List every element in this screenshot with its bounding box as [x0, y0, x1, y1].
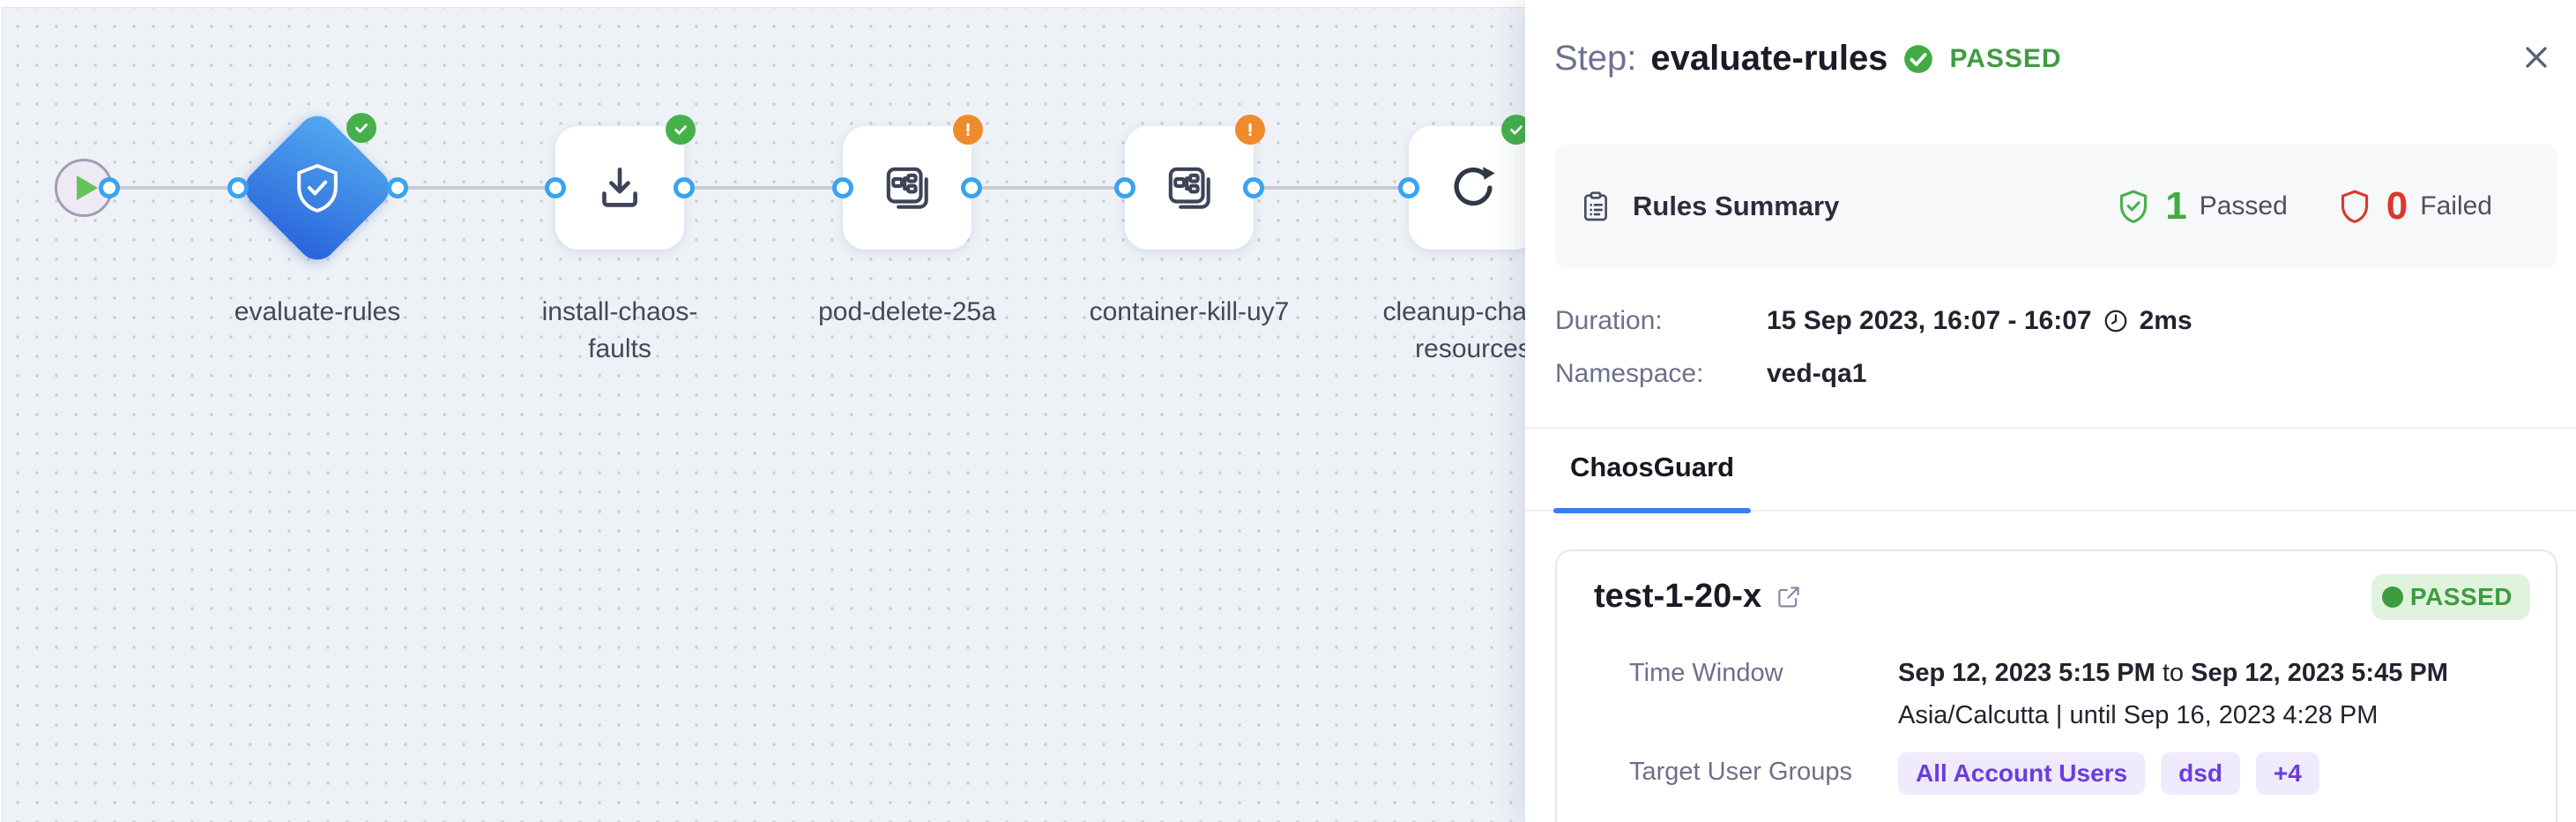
chaos-fault-icon: [880, 161, 934, 215]
active-tab-indicator: [1553, 508, 1751, 513]
chaosguard-card: test-1-20-x PASSED Time Window Sep 12, 2…: [1555, 549, 2557, 822]
target-user-groups: All Account Users dsd +4: [1898, 752, 2319, 795]
tab-chaosguard[interactable]: ChaosGuard: [1569, 452, 1735, 482]
edge-install-poddelete: [684, 186, 843, 190]
user-group-chip: All Account Users: [1898, 752, 2146, 795]
rules-summary-title: Rules Summary: [1633, 190, 1840, 221]
time-window-value: Sep 12, 2023 5:15 PM to Sep 12, 2023 5:4…: [1898, 659, 2448, 687]
panel-header: Step: evaluate-rules PASSED: [1554, 39, 2062, 78]
node-label: pod-delete-25a: [818, 297, 996, 326]
elapsed-value: 2ms: [2139, 306, 2193, 335]
status-badge-warning-icon: [1235, 115, 1265, 145]
edge-start-evaluate: [109, 186, 238, 190]
shield-check-icon: [289, 160, 346, 216]
tab-bar-border: [1525, 510, 2576, 512]
duration-row: Duration: 15 Sep 2023, 16:07 - 16:07 2ms: [1555, 302, 2193, 340]
port[interactable]: [1243, 177, 1264, 198]
node-label: container-kill-uy7: [1089, 297, 1290, 326]
clock-icon: [2103, 308, 2129, 334]
step-name: evaluate-rules: [1650, 39, 1888, 78]
port[interactable]: [227, 177, 249, 198]
download-icon: [592, 161, 647, 215]
passed-stat: 1 Passed: [2114, 184, 2288, 228]
edge-poddelete-containerkill: [972, 186, 1125, 190]
status-badge-warning-icon: [953, 115, 983, 145]
more-groups-chip[interactable]: +4: [2255, 752, 2319, 795]
rules-summary-bar: Rules Summary 1 Passed: [1555, 144, 2557, 268]
guard-name: test-1-20-x: [1594, 578, 1762, 615]
step-status-badge: PASSED: [1949, 43, 2062, 73]
target-user-groups-label: Target User Groups: [1629, 758, 1853, 786]
retry-icon: [1445, 160, 1501, 216]
port[interactable]: [545, 177, 566, 198]
time-window-label: Time Window: [1629, 659, 1783, 687]
namespace-label: Namespace:: [1555, 359, 1704, 388]
node-evaluate-rules[interactable]: [237, 108, 398, 268]
failed-label: Failed: [2420, 191, 2492, 220]
duration-label: Duration:: [1555, 306, 1663, 335]
node-label: install-chaos-faults: [541, 297, 698, 363]
port[interactable]: [832, 177, 853, 198]
shield-icon: [2335, 186, 2374, 227]
guard-status-badge: PASSED: [2371, 574, 2530, 620]
port[interactable]: [1398, 177, 1419, 198]
status-badge-check-icon: [666, 115, 696, 145]
step-details-panel: Step: evaluate-rules PASSED Rul: [1525, 0, 2576, 822]
node-start[interactable]: [55, 159, 113, 217]
node-container-kill-uy7[interactable]: [1125, 126, 1254, 250]
node-label: evaluate-rules: [234, 297, 401, 326]
edge-evaluate-install: [398, 186, 555, 190]
shield-check-icon: [2114, 186, 2153, 227]
chaos-fault-icon: [1162, 161, 1217, 215]
namespace-value: ved-qa1: [1767, 359, 1867, 388]
check-circle-icon: [1902, 42, 1935, 76]
failed-count: 0: [2386, 183, 2408, 228]
external-link-icon[interactable]: [1776, 584, 1802, 610]
namespace-row: Namespace: ved-qa1: [1555, 355, 1866, 393]
status-dot-icon: [2381, 587, 2403, 608]
passed-count: 1: [2165, 183, 2187, 228]
node-pod-delete-25a[interactable]: [843, 126, 972, 250]
edge-containerkill-cleanup: [1254, 186, 1409, 190]
user-group-chip: dsd: [2161, 752, 2240, 795]
timezone-line: Asia/Calcutta | until Sep 16, 2023 4:28 …: [1898, 701, 2379, 729]
duration-value: 15 Sep 2023, 16:07 - 16:07: [1767, 306, 2092, 335]
port[interactable]: [961, 177, 982, 198]
status-badge-check-icon: [346, 113, 376, 143]
port[interactable]: [387, 177, 408, 198]
node-cleanup-chaos-resources[interactable]: [1409, 126, 1537, 250]
passed-label: Passed: [2199, 191, 2288, 220]
step-label: Step:: [1554, 39, 1637, 78]
play-icon: [77, 176, 98, 200]
divider: [1525, 427, 2576, 429]
clipboard-icon: [1578, 189, 1613, 224]
port[interactable]: [99, 177, 120, 198]
node-install-chaos-faults[interactable]: [555, 126, 684, 250]
port[interactable]: [1114, 177, 1135, 198]
failed-stat: 0 Failed: [2335, 184, 2492, 228]
port[interactable]: [674, 177, 695, 198]
close-icon[interactable]: [2514, 35, 2558, 79]
